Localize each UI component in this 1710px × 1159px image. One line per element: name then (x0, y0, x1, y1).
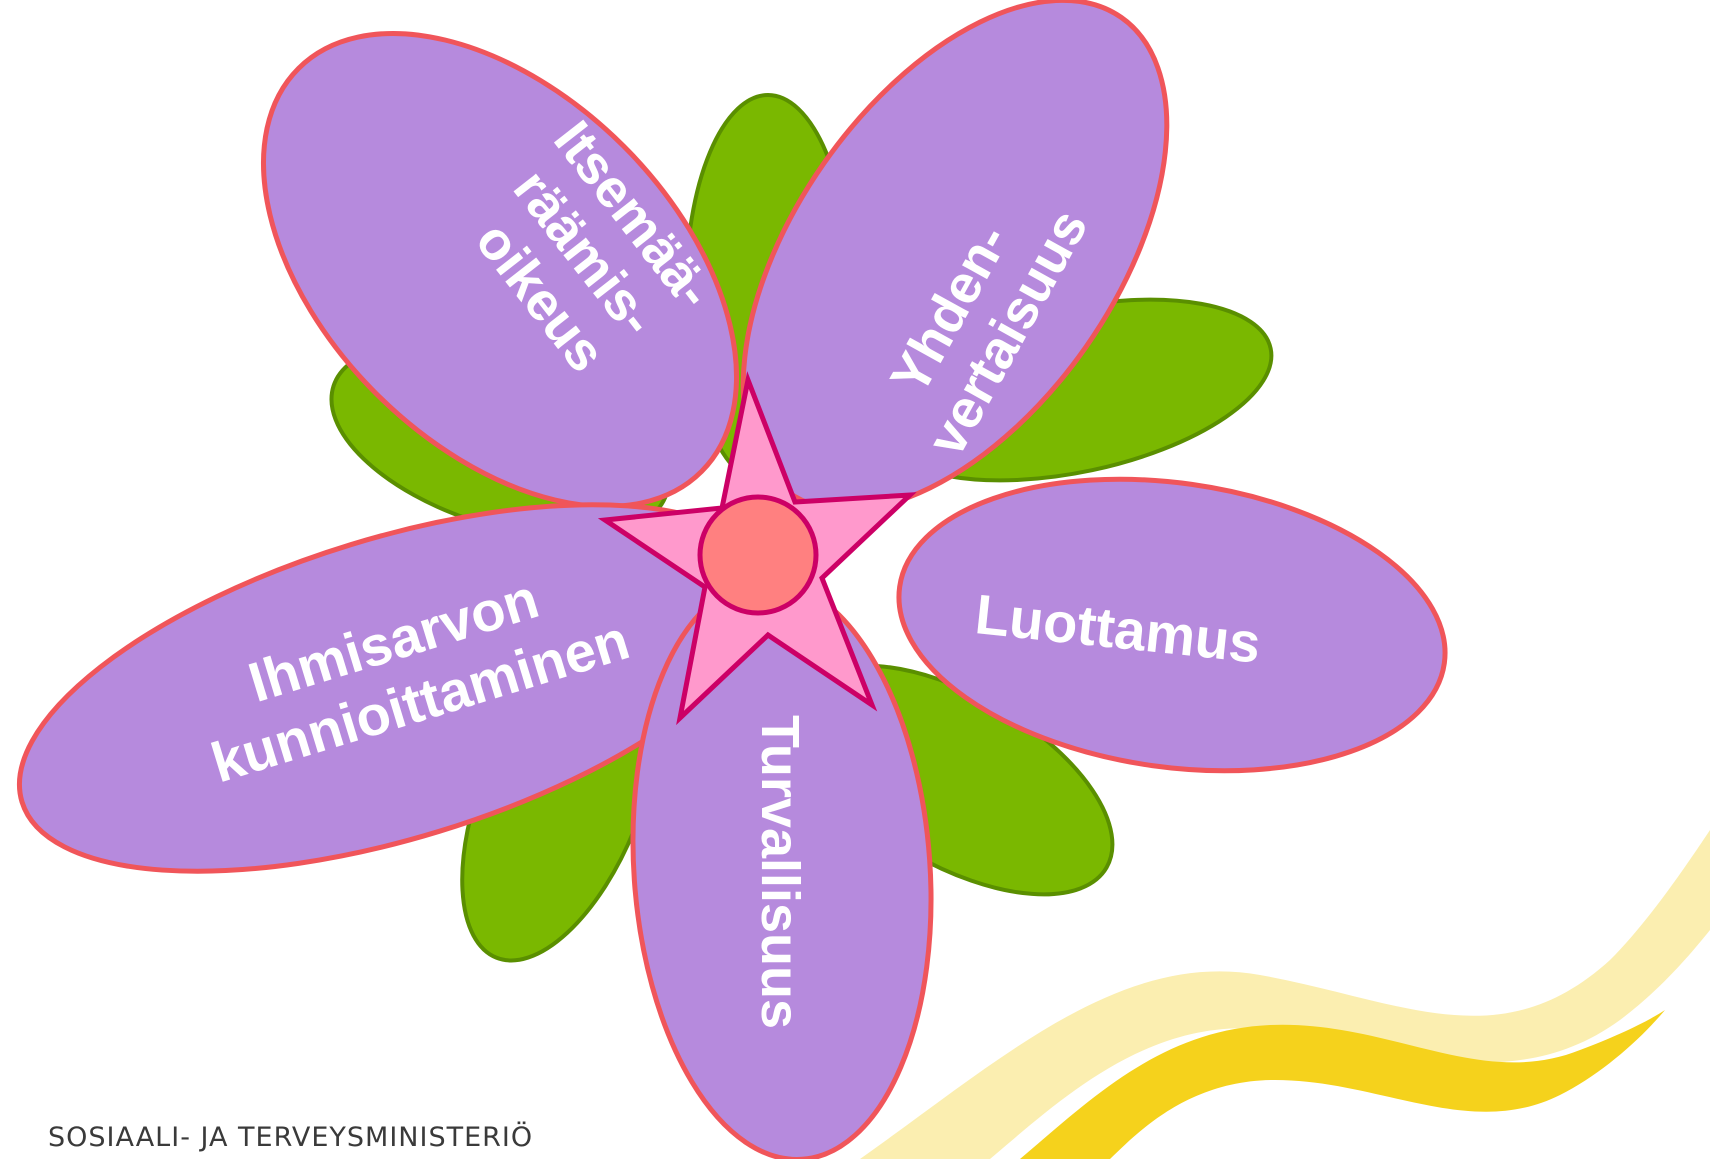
label-line: Turvallisuus (750, 715, 810, 1029)
center-circle (700, 497, 816, 613)
label-turvallisuus: Turvallisuus (750, 715, 810, 1029)
ministry-footer: SOSIAALI- JA TERVEYSMINISTERIÖ (48, 1122, 533, 1153)
